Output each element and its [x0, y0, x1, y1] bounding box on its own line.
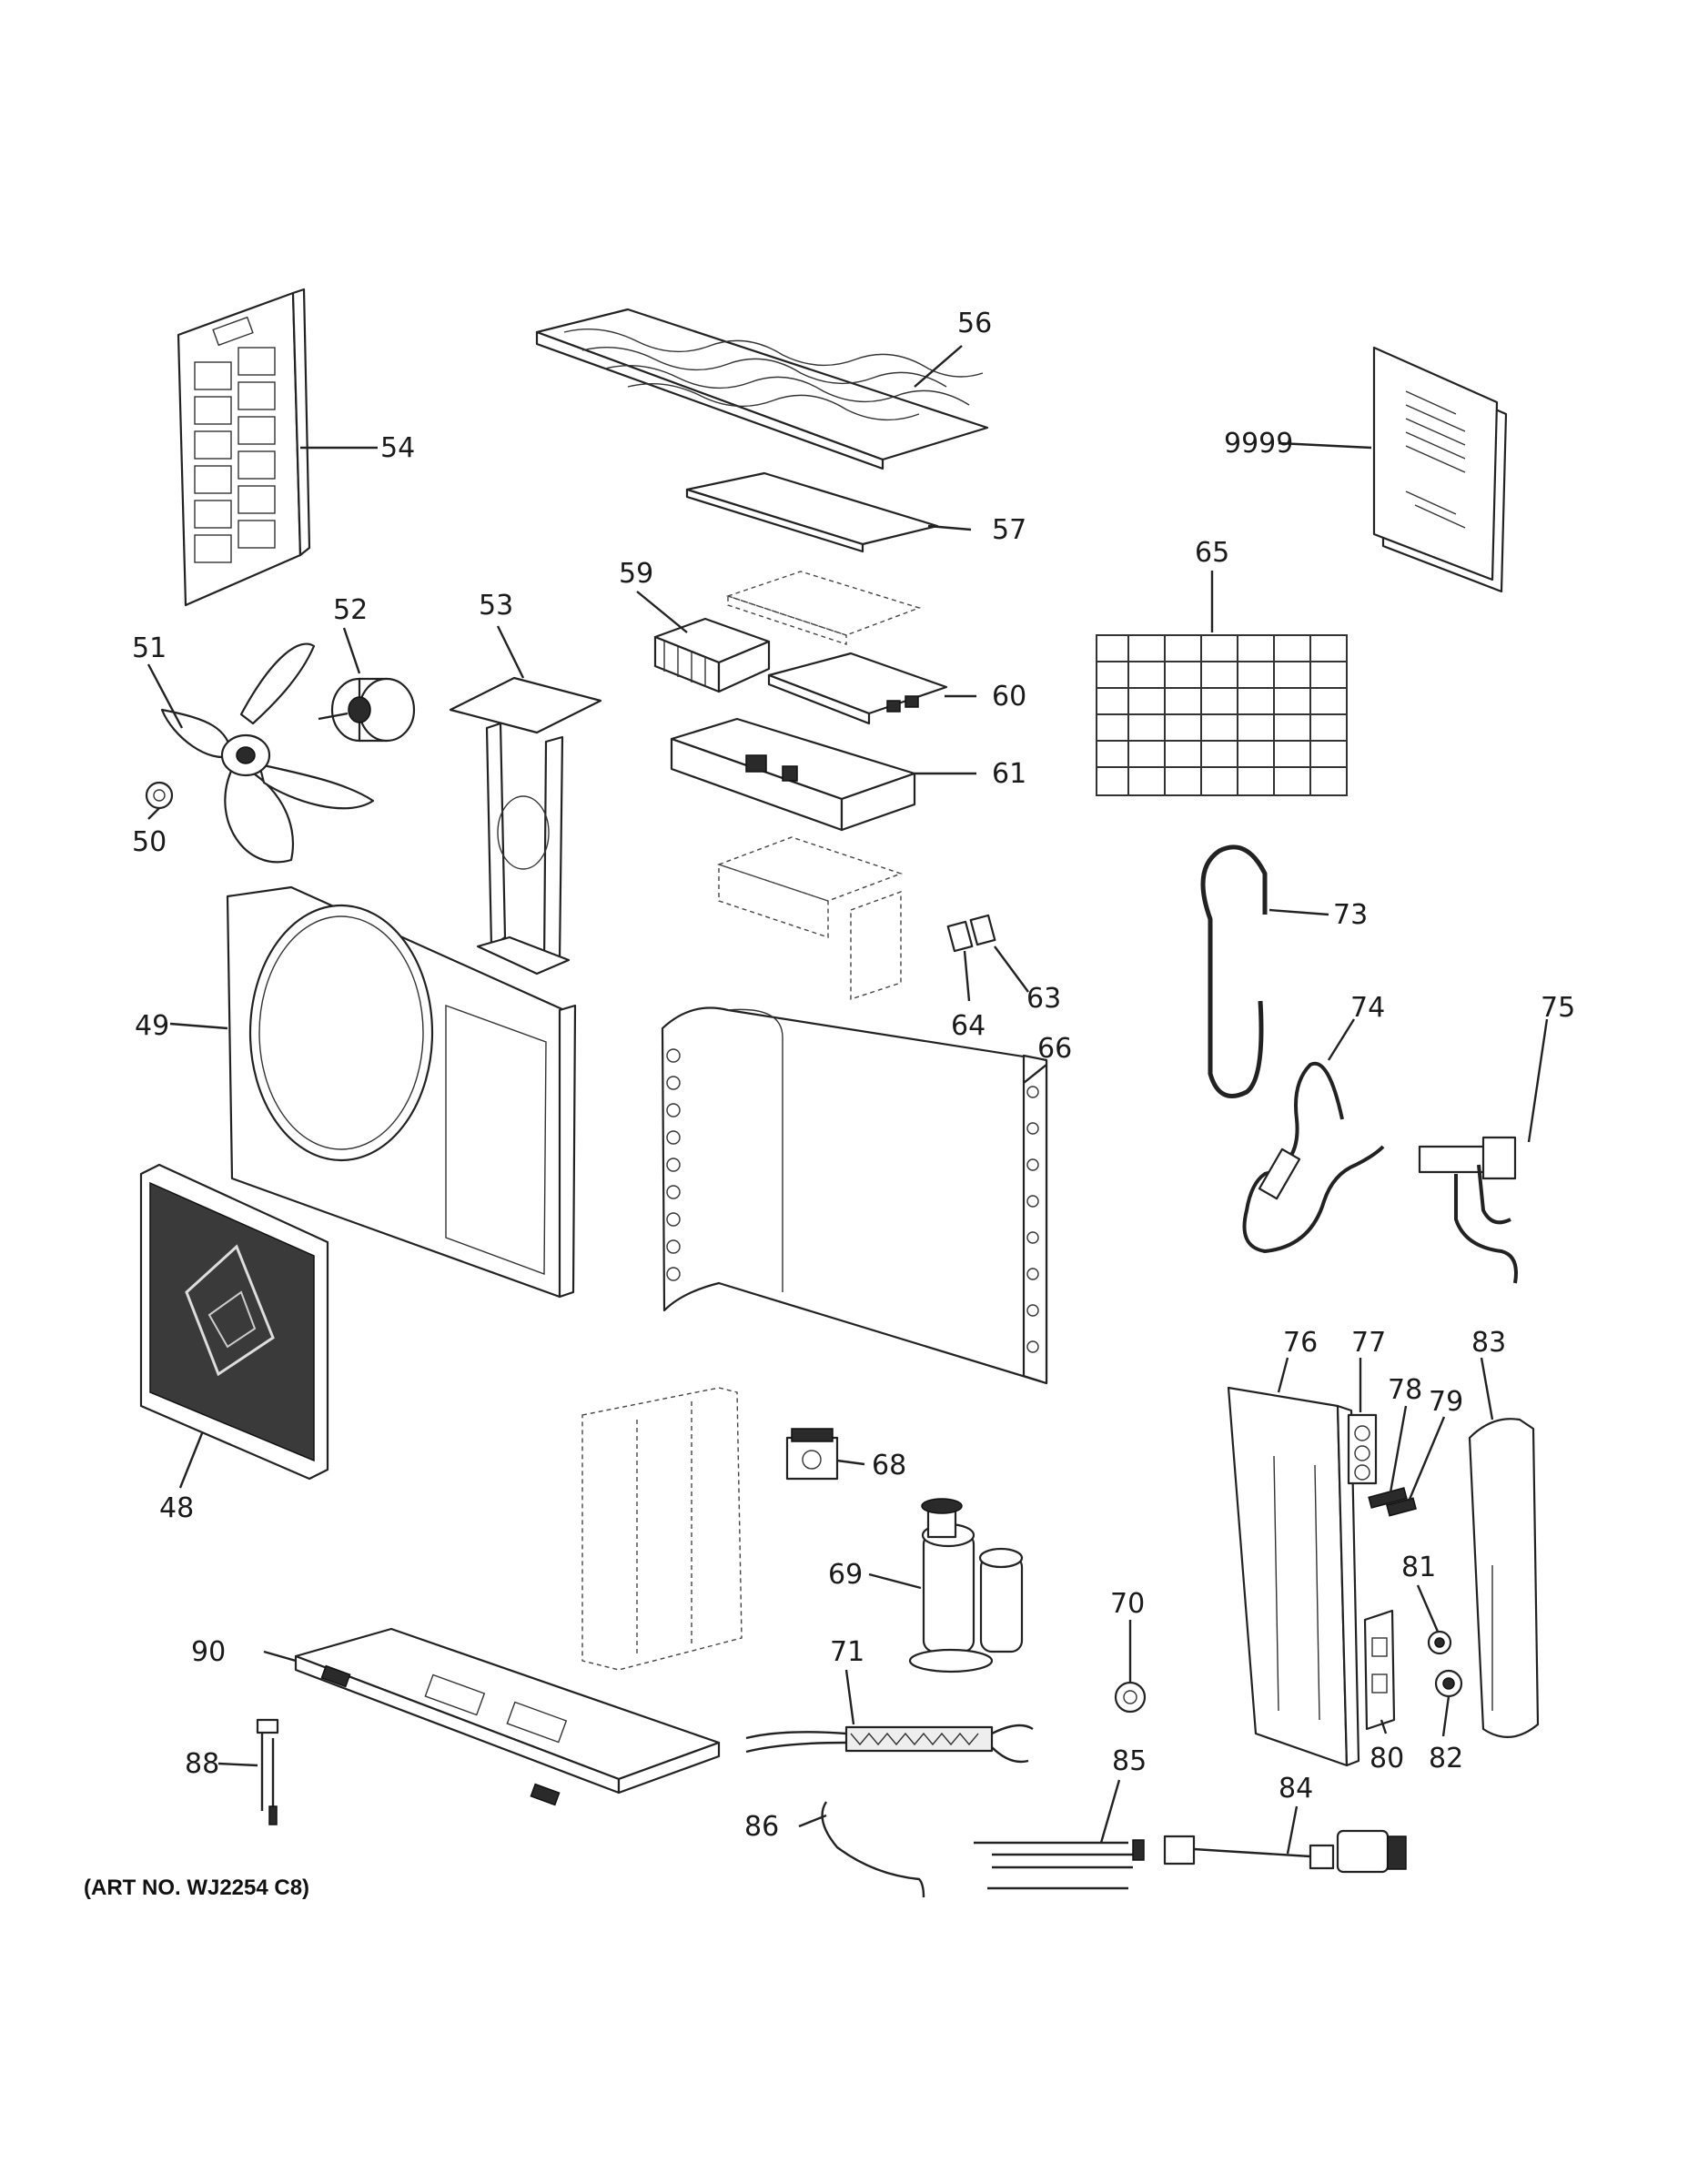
callout-9999: 9999 [1224, 428, 1293, 460]
part-9999-manual [1372, 346, 1508, 593]
part-88-sensor [256, 1718, 279, 1825]
callout-71: 71 [830, 1636, 864, 1668]
callout-68: 68 [872, 1450, 906, 1481]
callout-90: 90 [191, 1636, 226, 1668]
callout-85: 85 [1112, 1745, 1147, 1777]
callout-81: 81 [1401, 1552, 1436, 1583]
part-66-condenser-coil [661, 1006, 1048, 1385]
callout-54: 54 [380, 432, 415, 464]
callout-88: 88 [185, 1748, 219, 1780]
callout-75: 75 [1541, 992, 1575, 1024]
part-65-wire-guard [1096, 634, 1348, 796]
part-pcb-frame [725, 571, 922, 645]
callout-52: 52 [333, 594, 368, 626]
callout-63: 63 [1026, 983, 1061, 1015]
part-70-grommet [1114, 1681, 1147, 1714]
callout-51: 51 [132, 632, 167, 664]
part-57-plate [685, 471, 939, 553]
part-49-front-panel [226, 885, 577, 1299]
part-77-label-plate [1347, 1413, 1378, 1485]
part-75-valve-assembly [1418, 1136, 1518, 1284]
callout-70: 70 [1110, 1588, 1145, 1620]
part-83-valve-cover [1468, 1418, 1540, 1738]
callout-77: 77 [1351, 1327, 1386, 1359]
callout-84: 84 [1279, 1773, 1313, 1805]
part-74-capillary [1242, 1061, 1385, 1254]
part-76-side-panel [1227, 1386, 1360, 1767]
part-48-fan-guard [139, 1163, 329, 1481]
part-78-79-terminals [1368, 1487, 1417, 1517]
part-lower-electrical-frame [716, 836, 904, 1000]
part-69-compressor [908, 1498, 1024, 1673]
part-60-control-board [767, 652, 948, 725]
callout-56: 56 [957, 308, 992, 339]
callout-57: 57 [992, 514, 1026, 546]
part-90-base-pan [294, 1627, 721, 1806]
callout-74: 74 [1350, 992, 1385, 1024]
callout-64: 64 [951, 1010, 986, 1042]
callout-61: 61 [992, 758, 1026, 790]
callout-53: 53 [479, 590, 513, 622]
part-54-side-grille [177, 288, 311, 607]
callout-49: 49 [135, 1010, 169, 1042]
callout-labels: 54 56 9999 57 59 65 53 52 51 60 61 50 73… [84, 308, 1575, 1900]
callout-79: 79 [1429, 1386, 1463, 1418]
part-52-fan-motor [318, 677, 416, 743]
callout-50: 50 [132, 826, 167, 858]
callout-80: 80 [1370, 1743, 1404, 1774]
callout-86: 86 [744, 1811, 779, 1843]
callout-76: 76 [1283, 1327, 1318, 1359]
callout-59: 59 [619, 558, 653, 590]
part-53-motor-bracket [449, 676, 602, 976]
callout-60: 60 [992, 681, 1026, 713]
callout-48: 48 [159, 1492, 194, 1524]
callout-69: 69 [828, 1559, 863, 1591]
part-71-wire-harness [745, 1724, 1034, 1764]
part-50-nut [145, 781, 174, 810]
part-compressor-wrapper [581, 1387, 743, 1671]
part-81-82-service-valves [1427, 1630, 1463, 1698]
callout-73: 73 [1333, 899, 1368, 931]
callout-83: 83 [1471, 1327, 1506, 1359]
part-86-sensor-wire [821, 1801, 925, 1898]
art-number: (ART NO. WJ2254 C8) [84, 1876, 309, 1900]
part-63-64-terminals [946, 914, 996, 953]
part-61-electrical-box [670, 717, 916, 832]
callout-82: 82 [1429, 1743, 1463, 1774]
part-84-connector-cable [1163, 1829, 1407, 1874]
part-73-tube [1200, 844, 1268, 1098]
part-59-heatsink [653, 617, 771, 693]
part-56-top-cover [535, 308, 989, 470]
part-51-fan-blade [160, 642, 375, 864]
callout-65: 65 [1195, 537, 1229, 569]
callout-78: 78 [1388, 1374, 1422, 1406]
part-80-valve-bracket [1363, 1609, 1396, 1731]
part-85-wire-set [974, 1839, 1145, 1890]
part-68-reactor [785, 1428, 839, 1481]
callout-66: 66 [1037, 1033, 1072, 1065]
leader-lines [147, 345, 1549, 1855]
